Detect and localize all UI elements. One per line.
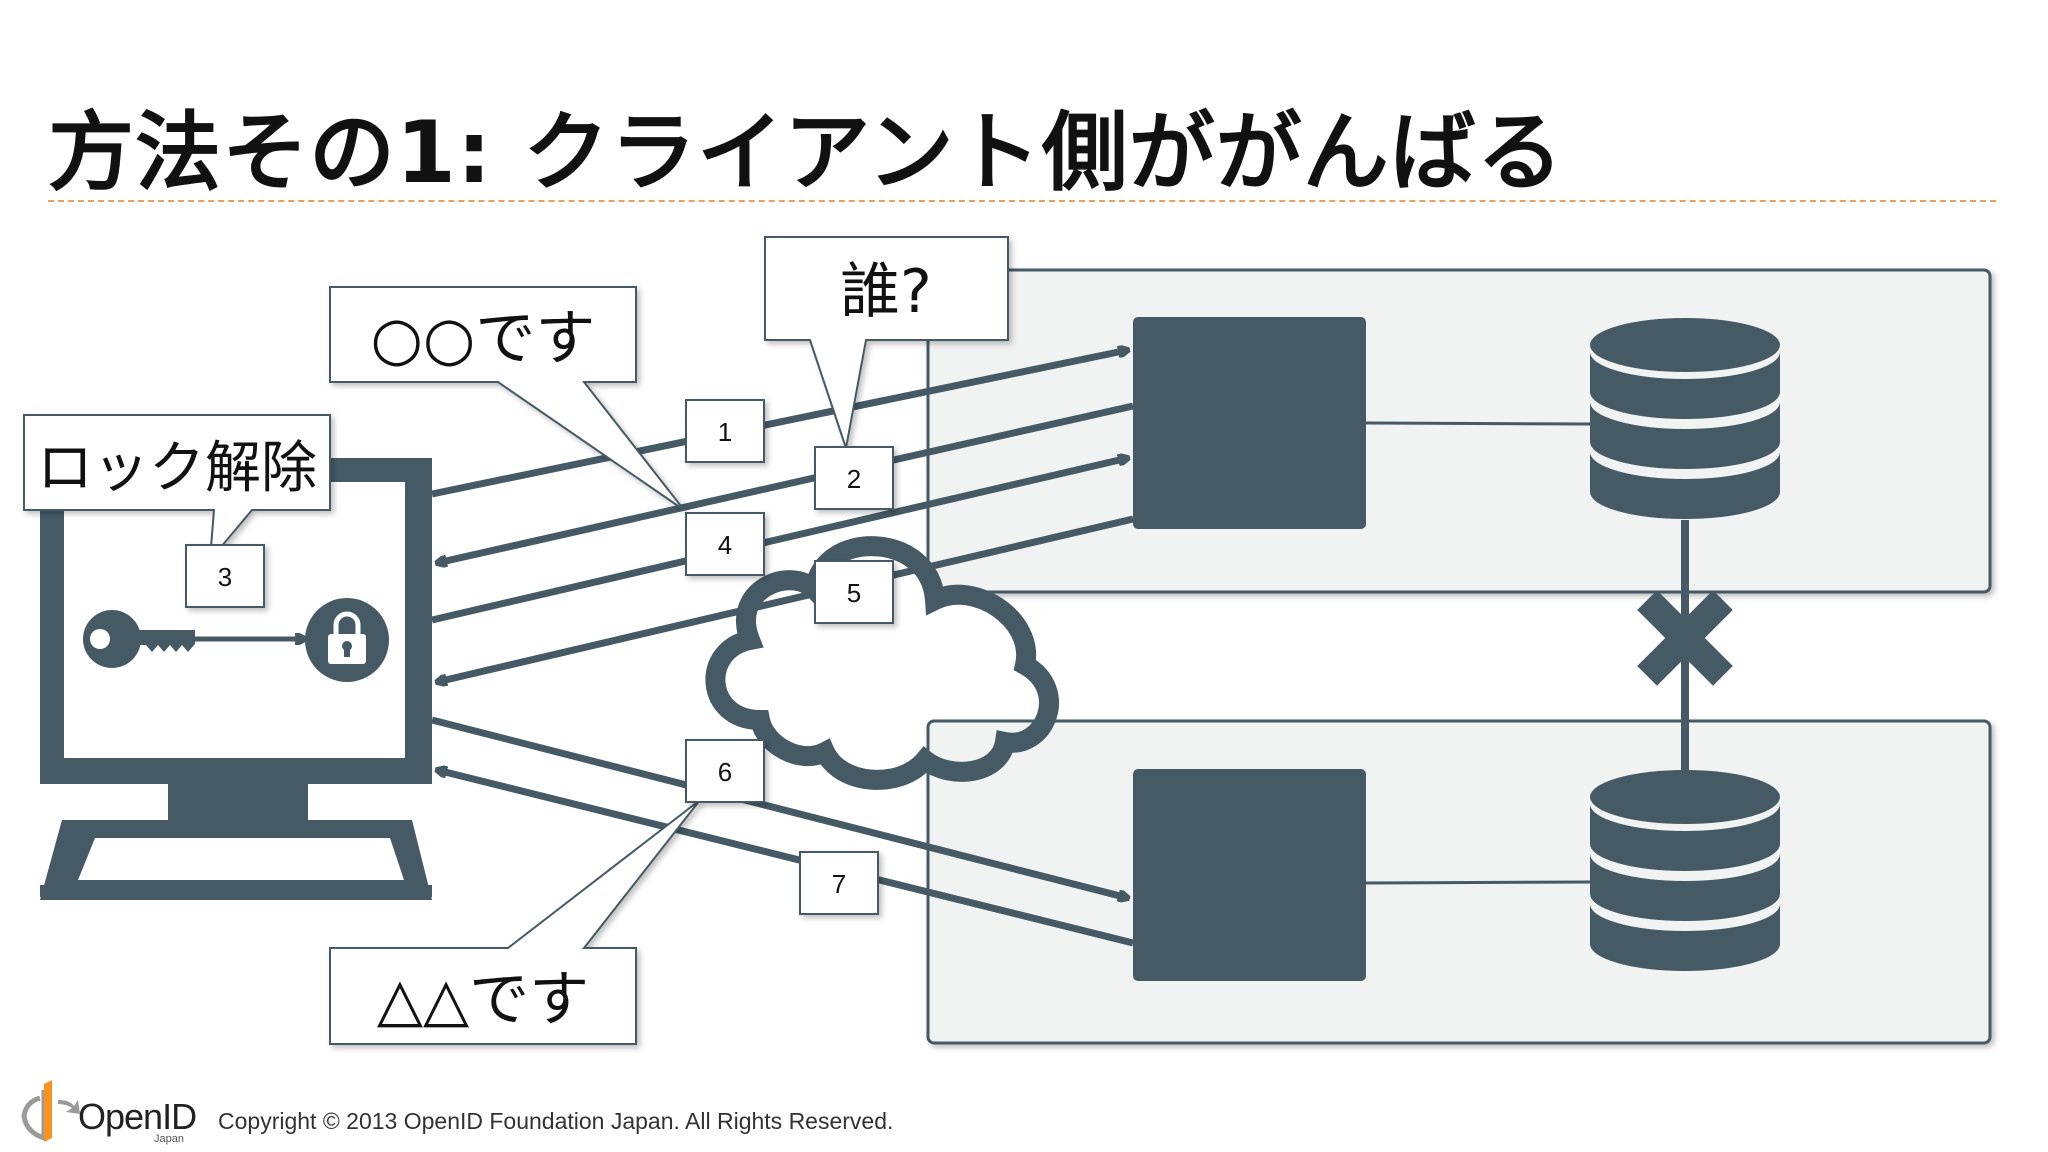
arrow-5 [437, 515, 1134, 682]
callout-who: 誰? [764, 236, 1009, 449]
openid-logo-text: OpenID [78, 1096, 197, 1137]
step-box-6: 6 [685, 739, 765, 803]
callout-iam2: △△です [329, 799, 701, 1045]
callout-unlock: ロック解除 [23, 414, 331, 564]
step-label: 7 [832, 869, 846, 899]
server-panel-top [926, 268, 1992, 594]
database-icon-top [1590, 318, 1780, 519]
step-label: 2 [847, 464, 861, 494]
step-box-3: 3 [185, 544, 265, 608]
step-box-1: 1 [685, 399, 765, 463]
openid-logo-subtext: Japan [154, 1133, 184, 1145]
callout-iam: ○○です [329, 286, 685, 511]
arrow-2 [437, 402, 1134, 563]
callout-who-text: 誰? [840, 257, 932, 327]
step-box-2: 2 [814, 446, 894, 510]
arrow-4 [431, 458, 1128, 624]
title-divider [48, 200, 1996, 202]
server-icon-bottom [1133, 769, 1366, 981]
step-label: 5 [847, 578, 861, 608]
arrow-1 [431, 350, 1128, 498]
cross-icon [1637, 590, 1733, 686]
openid-logo-icon [21, 1080, 80, 1142]
step-label: 3 [218, 562, 232, 592]
step-label: 4 [718, 530, 732, 560]
arrow-6 [431, 716, 1128, 898]
server-icon-top [1133, 317, 1366, 529]
arrow-7 [437, 770, 1134, 947]
callout-iam-text: ○○です [371, 304, 596, 374]
step-box-5: 5 [814, 560, 894, 624]
key-icon [83, 610, 195, 668]
step-box-7: 7 [799, 851, 879, 915]
slide-title: 方法その1: クライアント側ががんばる [48, 103, 1564, 203]
callout-unlock-text: ロック解除 [37, 436, 317, 501]
step-box-4: 4 [685, 512, 765, 576]
step-label: 6 [718, 757, 732, 787]
database-icon-bottom [1590, 770, 1780, 971]
callout-iam2-text: △△です [377, 965, 589, 1035]
step-label: 1 [718, 417, 732, 447]
lock-icon [305, 598, 389, 682]
copyright-notice: Copyright © 2013 OpenID Foundation Japan… [218, 1108, 894, 1134]
